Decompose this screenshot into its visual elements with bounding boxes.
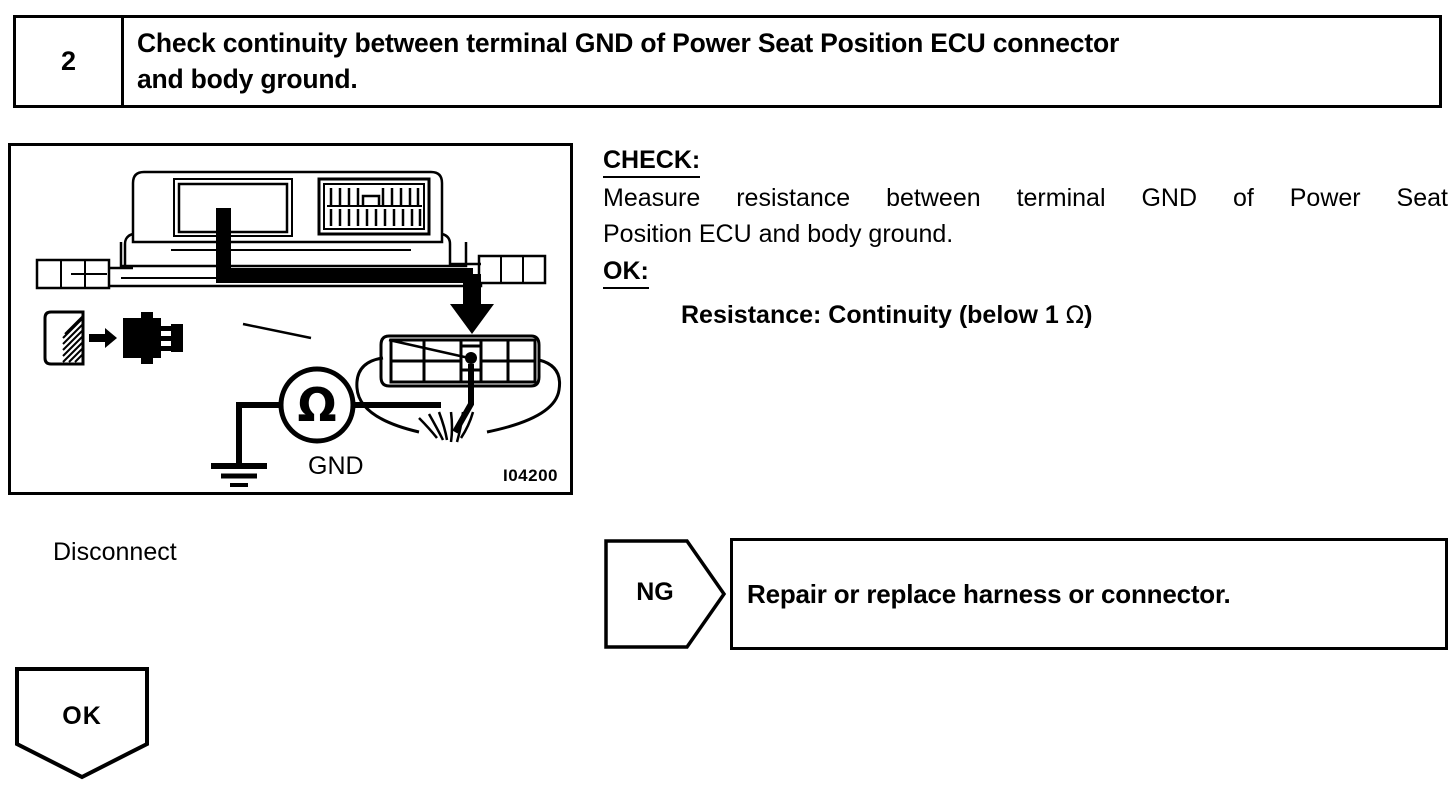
ok-banner-shape: [15, 667, 149, 780]
ok-banner-box: OK: [14, 666, 150, 780]
ng-action-box: Repair or replace harness or connector.: [730, 538, 1448, 650]
ohm-symbol: Ω: [297, 378, 336, 432]
power-seat-position-ecu-body: [35, 170, 547, 290]
ng-label: NG: [636, 578, 674, 606]
ecu-connector-face: [355, 334, 562, 443]
check-description-line-2: Position ECU and body ground.: [603, 220, 954, 248]
chassis-ground-icon: [211, 463, 267, 487]
spec-suffix: ): [1084, 301, 1093, 329]
ng-chevron-shape: [604, 539, 727, 649]
spec-ohm-symbol: Ω: [1065, 301, 1085, 329]
step-number-cell: 2: [16, 18, 124, 105]
gnd-terminal-probe-point: [465, 352, 477, 364]
meter-test-leads: [236, 402, 441, 466]
ohmmeter-icon: Ω: [278, 366, 356, 444]
ok-label-banner: OK: [62, 702, 102, 730]
ng-action-label: Repair or replace harness or connector.: [747, 578, 1231, 609]
step-number: 2: [60, 46, 77, 76]
spec-prefix: Resistance: Continuity (below 1: [681, 301, 1066, 329]
step-title-line-2: and body ground.: [137, 64, 358, 94]
figure-id: I04200: [503, 466, 558, 485]
wiring-diagram-figure: Ω: [35, 170, 562, 487]
step-title-cell: Check continuity between terminal GND of…: [124, 18, 1439, 105]
gnd-leader-line: [242, 322, 312, 340]
check-label: CHECK:: [603, 145, 701, 178]
ok-label: OK:: [603, 256, 649, 289]
disconnect-connector-icon: [43, 310, 183, 366]
step-title-line-1: Check continuity between terminal GND of…: [137, 28, 1120, 58]
check-block: CHECK: Measure resistance between termin…: [603, 145, 1448, 330]
gnd-label: GND: [308, 452, 364, 480]
spec-line: Resistance: Continuity (below 1 Ω): [681, 301, 1448, 330]
ng-branch-row: NG Repair or replace harness or connecto…: [603, 538, 1448, 650]
callout-arrow-icon: [216, 208, 494, 334]
illustration-panel: Ω: [8, 143, 573, 566]
step-header-box: 2 Check continuity between terminal GND …: [13, 15, 1442, 108]
check-description-line-1: Measure resistance between terminal GND …: [603, 184, 1448, 212]
ng-chevron-box: NG: [603, 538, 727, 650]
disconnect-label: Disconnect: [53, 538, 177, 566]
